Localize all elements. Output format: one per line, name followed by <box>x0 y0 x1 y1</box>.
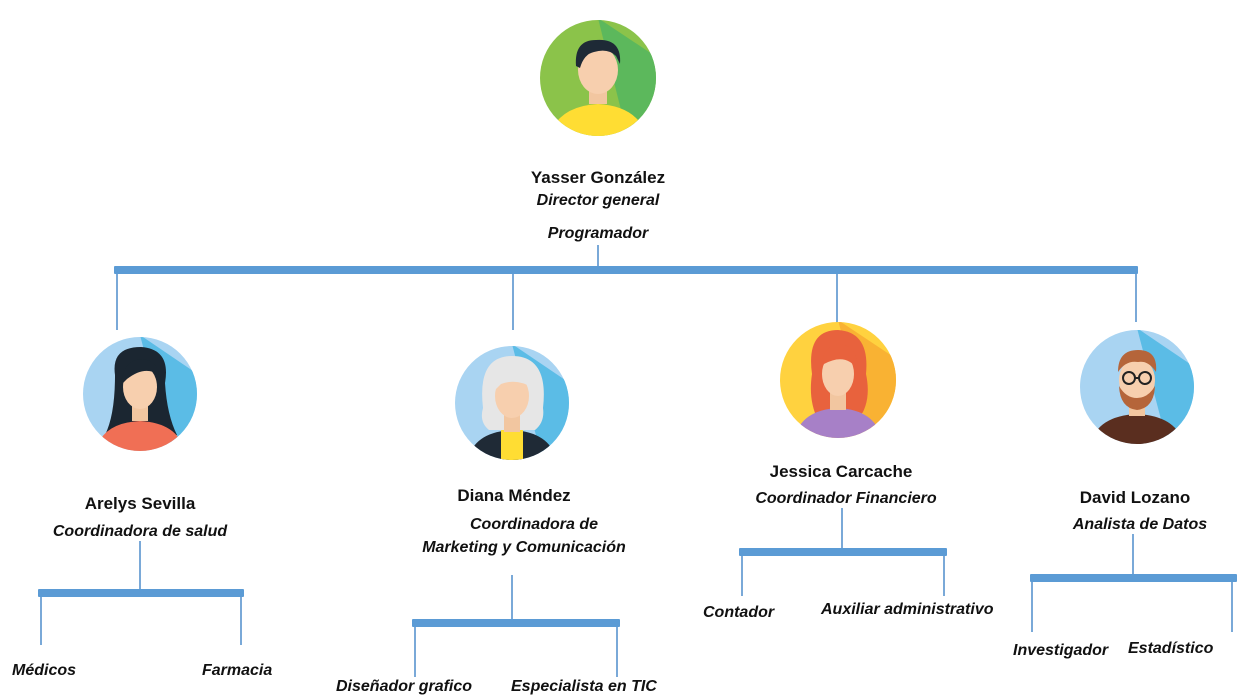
arelys-leaf-connector-2 <box>240 597 242 645</box>
jessica-avatar-icon <box>780 322 896 438</box>
david-sub-bar <box>1030 574 1237 582</box>
leaf-medicos: Médicos <box>12 662 77 679</box>
jessica-name: Jessica Carcache <box>769 462 913 481</box>
root-role-2: Programador <box>547 225 649 242</box>
david-sub-connector <box>1132 534 1134 576</box>
david-leaf-connector-2 <box>1231 582 1233 632</box>
diana-role-2: Marketing y Comunicación <box>422 539 626 556</box>
diana-leaf-connector-1 <box>414 627 416 677</box>
david-name: David Lozano <box>1079 488 1191 507</box>
root-connector <box>597 245 599 270</box>
jessica-role: Coordinador Financiero <box>755 490 937 507</box>
root-role: Director general <box>536 192 660 209</box>
leaf-especialista-tic: Especialista en TIC <box>511 678 657 695</box>
diana-avatar-icon <box>455 346 569 460</box>
diana-leaf-connector-2 <box>616 627 618 677</box>
jessica-sub-connector <box>841 508 843 550</box>
leaf-disenador-grafico: Diseñador grafico <box>336 678 473 695</box>
yasser-avatar-icon <box>540 20 656 136</box>
arelys-name: Arelys Sevilla <box>84 494 196 513</box>
leaf-contador: Contador <box>703 604 775 621</box>
arelys-role: Coordinadora de salud <box>52 523 228 540</box>
root-name: Yasser González <box>530 168 666 187</box>
leaf-farmacia: Farmacia <box>202 662 273 679</box>
main-connector-bar <box>114 266 1138 274</box>
jessica-sub-bar <box>739 548 947 556</box>
leaf-auxiliar-administrativo: Auxiliar administrativo <box>821 601 994 618</box>
jessica-leaf-connector-2 <box>943 556 945 596</box>
connector-jessica <box>836 274 838 330</box>
david-role: Analista de Datos <box>1072 516 1208 533</box>
leaf-investigador: Investigador <box>1013 642 1109 659</box>
diana-sub-bar <box>412 619 620 627</box>
arelys-sub-bar <box>38 589 244 597</box>
leaf-estadistico: Estadístico <box>1128 640 1214 657</box>
david-leaf-connector-1 <box>1031 582 1033 632</box>
david-avatar-icon <box>1080 330 1194 444</box>
connector-arelys <box>116 274 118 330</box>
arelys-avatar-icon <box>83 337 197 451</box>
jessica-leaf-connector-1 <box>741 556 743 596</box>
arelys-leaf-connector-1 <box>40 597 42 645</box>
arelys-sub-connector <box>139 541 141 591</box>
diana-name: Diana Méndez <box>457 486 571 505</box>
diana-sub-connector <box>511 575 513 621</box>
connector-diana <box>512 274 514 330</box>
diana-role: Coordinadora de <box>469 516 598 533</box>
connector-david <box>1135 274 1137 322</box>
